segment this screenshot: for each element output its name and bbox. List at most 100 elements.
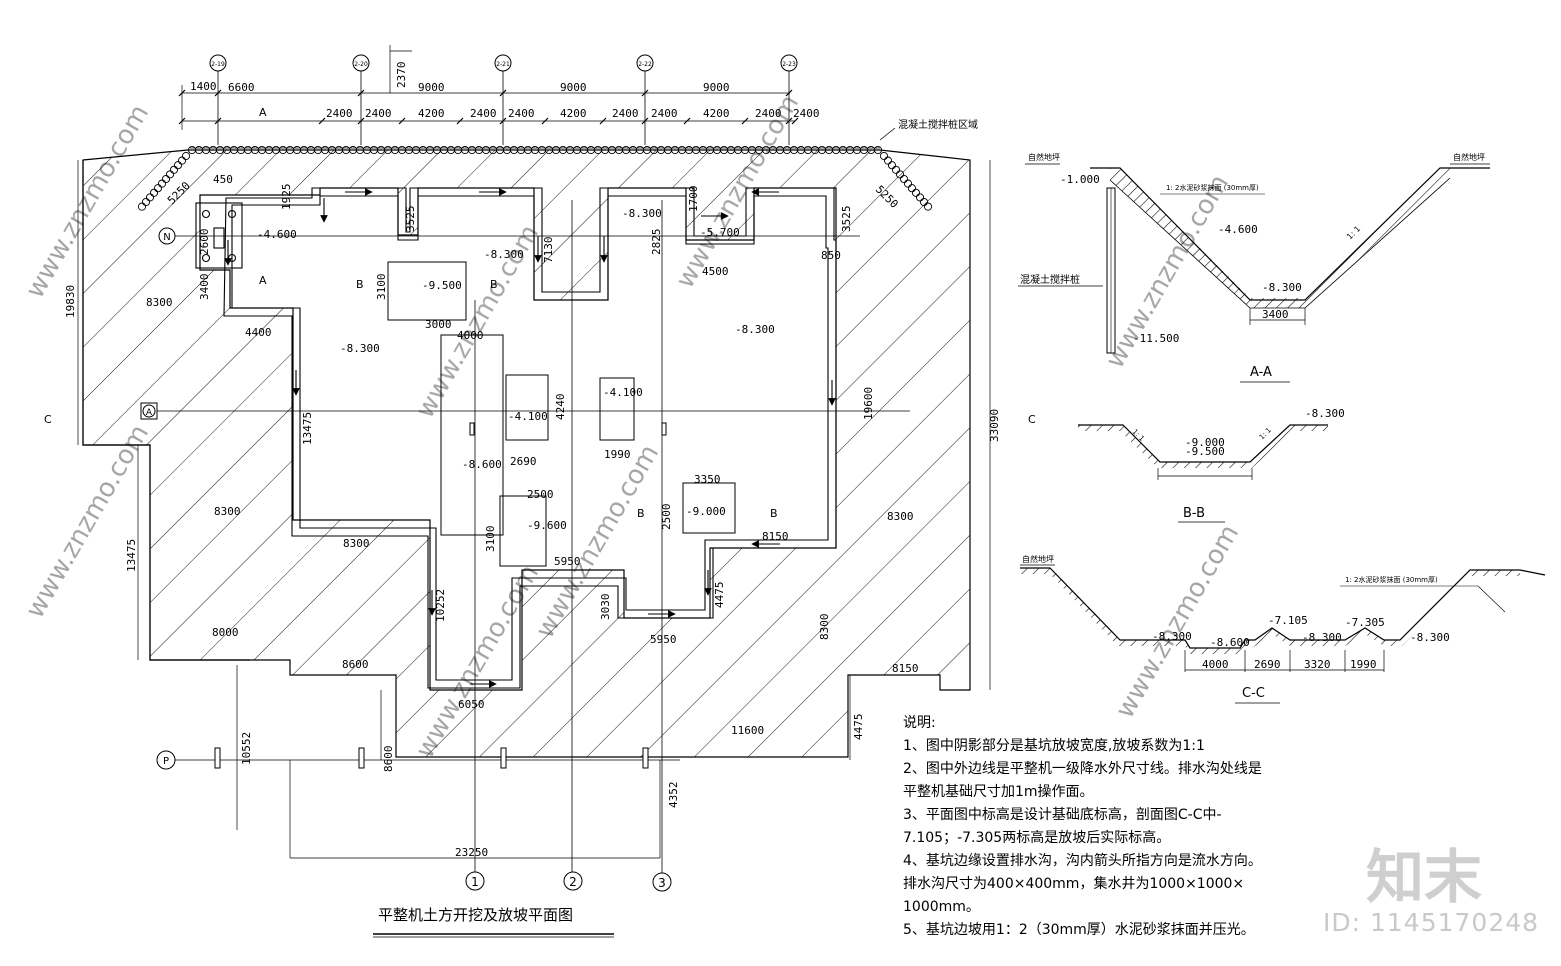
pile-circle xyxy=(919,197,929,207)
dim-tick xyxy=(357,89,365,97)
pile-circle xyxy=(891,165,901,174)
section-title: B-B xyxy=(1183,506,1205,521)
dim-label: 3100 xyxy=(484,526,497,553)
dim-label: 11600 xyxy=(731,724,764,737)
elevation-label: -8.300 xyxy=(1305,407,1345,420)
pile-circle xyxy=(923,202,933,211)
grid-label: A xyxy=(146,408,153,418)
dim-label: 5950 xyxy=(554,555,581,568)
plan-title: 平整机土方开挖及放坡平面图 xyxy=(378,906,574,924)
pile-circle xyxy=(169,165,179,174)
dim-label: 2370 xyxy=(395,62,408,89)
dim-tick xyxy=(741,117,749,125)
dim-label: 23250 xyxy=(455,846,488,859)
dim-label: 3400 xyxy=(1262,308,1289,321)
pile-circle xyxy=(873,145,883,155)
dim-label: 9000 xyxy=(560,81,587,94)
dim-tick xyxy=(214,89,222,97)
dim-label: 19600 xyxy=(862,387,875,420)
dim-label: 8300 xyxy=(887,510,914,523)
note-line: 1、图中阴影部分是基坑放坡宽度,放坡系数为1:1 xyxy=(903,738,1205,754)
dim-label: 3030 xyxy=(599,594,612,621)
note-line: 排水沟尺寸为400×400mm，集水井为1000×1000× xyxy=(903,876,1245,892)
dim-tick xyxy=(357,117,365,125)
pile-circle xyxy=(165,170,175,179)
watermark-site: www.znzmo.com xyxy=(1110,520,1245,724)
watermark-id: ID: 1145170248 xyxy=(1323,908,1540,937)
pile-circle xyxy=(907,184,917,193)
dim-label: 8150 xyxy=(892,662,919,675)
dim-label: 13475 xyxy=(301,412,314,445)
elevation-label: -8.300 xyxy=(1262,281,1302,294)
pile-circle xyxy=(173,161,183,170)
grid-label: 2-19 xyxy=(211,61,225,68)
grid-bubble-left: P xyxy=(156,750,176,770)
elevation-label: -8.600 xyxy=(462,458,502,471)
section-mark-c: C xyxy=(44,413,52,426)
section-c-marker: C xyxy=(1028,413,1036,426)
dim-label: 8300 xyxy=(214,505,241,518)
dim-label: 9000 xyxy=(418,81,445,94)
note-line: 5、基坑边坡用1：2（30mm厚）水泥砂浆抹面并压光。 xyxy=(903,922,1255,938)
dim-label: 4200 xyxy=(703,107,730,120)
dim-label: 4000 xyxy=(1202,658,1229,671)
dim-label: 3000 xyxy=(425,318,452,331)
dim-label: 2825 xyxy=(650,229,663,256)
dim-tick xyxy=(683,117,691,125)
grid-bubble-top: 2-23 xyxy=(780,54,798,72)
watermark-logo: 知末 xyxy=(1366,843,1483,911)
dim-label: 4000 xyxy=(457,329,484,342)
dim-label: 8150 xyxy=(762,530,789,543)
elevation-label: -8.300 xyxy=(1152,630,1192,643)
dim-label: 4400 xyxy=(245,326,272,339)
section-ground-label: 自然地坪 xyxy=(1028,152,1060,162)
section-mark-a: A xyxy=(259,106,267,119)
elevation-label: -8.600 xyxy=(1210,636,1250,649)
notes-heading: 说明: xyxy=(903,715,936,731)
section-slope-label: 1: 1 xyxy=(1345,224,1362,241)
elevation-label: -4.600 xyxy=(257,228,297,241)
dim-label: 8300 xyxy=(343,537,370,550)
dim-label: 8600 xyxy=(342,658,369,671)
elevation-label: -8.300 xyxy=(1302,631,1342,644)
dim-label: 2400 xyxy=(470,107,497,120)
dim-label: 8300 xyxy=(818,614,831,641)
dim-label: 2690 xyxy=(510,455,537,468)
dim-label: 2500 xyxy=(660,504,673,531)
dim-label: 3525 xyxy=(404,206,417,233)
dim-label: 1400 xyxy=(190,80,217,93)
elevation-label: -8.300 xyxy=(1410,631,1450,644)
dim-label: 9000 xyxy=(703,81,730,94)
drainage-ditch xyxy=(223,187,837,689)
pile-circle xyxy=(911,188,921,197)
section-mark-a: A xyxy=(259,274,267,287)
dim-label: 5950 xyxy=(650,633,677,646)
zone-label: B xyxy=(770,507,778,520)
pile-circle xyxy=(161,174,171,184)
zone-label: B xyxy=(637,507,645,520)
dim-label: 1990 xyxy=(1350,658,1377,671)
grid-label: N xyxy=(163,232,170,243)
dim-tick xyxy=(641,117,649,125)
dim-label: 2690 xyxy=(1254,658,1281,671)
dim-tick xyxy=(499,89,507,97)
dim-label: 2600 xyxy=(198,229,211,256)
elevation-label: -8.300 xyxy=(340,342,380,355)
grid-bubble-top: 2-22 xyxy=(636,54,654,72)
dim-label: 4475 xyxy=(713,582,726,609)
dim-label: 2400 xyxy=(755,107,782,120)
section-pile-label: 混凝土搅拌桩 xyxy=(1020,273,1080,286)
elevation-label: -11.500 xyxy=(1133,332,1179,345)
dim-label: 450 xyxy=(213,173,233,186)
plan-text: 6600 9000 9000 9000 2370 1400 2400 2400 … xyxy=(44,62,1001,860)
elevation-label: -8.300 xyxy=(735,323,775,336)
dim-tick xyxy=(499,117,507,125)
flow-arrows xyxy=(224,188,836,688)
dim-label: 3100 xyxy=(375,274,388,301)
dim-label: 4475 xyxy=(852,714,865,741)
grid-label: 2-22 xyxy=(638,61,652,68)
dim-tick xyxy=(791,117,799,125)
pile-circle xyxy=(903,179,913,188)
zone-label: B xyxy=(356,278,364,291)
